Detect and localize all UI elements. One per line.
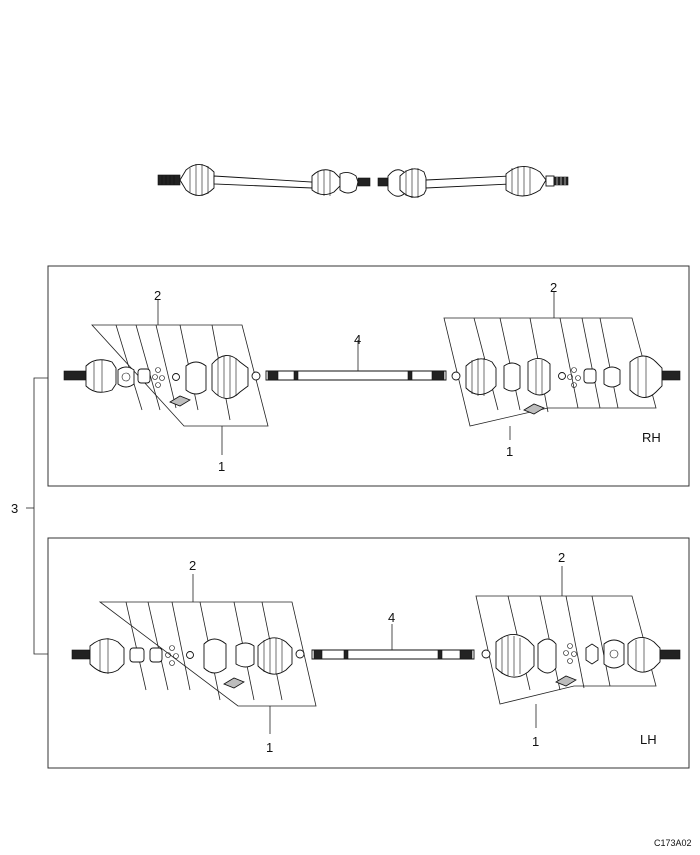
lh-inner-joint-cage (603, 639, 625, 669)
callout-3-label: 3 (11, 501, 18, 516)
panel-lh-frame (47, 537, 690, 769)
rh-outer-splined-stub (63, 370, 87, 381)
lh-inner-joint-balls (563, 643, 577, 664)
rh-inner-joint-cage (603, 366, 621, 388)
lh-outer-joint-cage (129, 647, 145, 663)
panel-lh: 2 1 4 (47, 537, 690, 769)
lh-outer-splined-stub (71, 649, 91, 660)
lh-left-callout-2: 2 (189, 558, 196, 573)
rh-outer-joint-balls (152, 367, 165, 388)
rh-left-callout-1: 1 (218, 459, 225, 474)
callout-3-bracket (26, 377, 48, 655)
rh-right-callout-2: 2 (550, 280, 557, 295)
lh-outer-boot-clamp (203, 638, 227, 674)
figure-code: C173A02 (654, 838, 692, 848)
rh-right-parts-grouping (443, 292, 657, 440)
rh-outer-small-clamp (251, 371, 261, 381)
rh-inner-small-clamp (451, 371, 461, 381)
panel-lh-side-label: LH (640, 732, 657, 747)
rh-inner-joint-inner-race (583, 368, 597, 384)
lh-shaft-callout-4: 4 (388, 610, 395, 625)
rh-outer-boot-clamp (185, 361, 207, 395)
rh-left-callout-2: 2 (154, 288, 161, 303)
panel-rh-frame (47, 265, 690, 487)
lh-inner-boot-clamp (537, 638, 557, 674)
panel-rh-side-label: RH (642, 430, 661, 445)
lh-inner-grease-pack (555, 675, 577, 687)
lh-outer-snap-ring (186, 651, 194, 659)
lh-center-shaft (311, 624, 475, 660)
rh-shaft-callout-4: 4 (354, 332, 361, 347)
lh-outer-joint-balls (165, 645, 179, 666)
rh-outer-cv-joint-housing (85, 359, 117, 393)
rh-inner-joint-balls (567, 367, 581, 388)
rh-inner-boot-clamp (503, 362, 521, 392)
lh-outer-small-clamp (295, 649, 305, 659)
panel-rh: 2 1 4 (47, 265, 690, 487)
lh-right-exploded-parts (481, 634, 681, 687)
rh-inner-boot (465, 358, 497, 395)
lh-outer-cv-joint-housing (89, 638, 125, 674)
rh-right-callout-1: 1 (506, 444, 513, 459)
lh-left-callout-1: 1 (266, 740, 273, 755)
lh-inner-small-clamp (481, 649, 491, 659)
assembled-shaft-left (157, 164, 371, 196)
lh-left-exploded-parts (71, 637, 305, 689)
lh-inner-splined-stub (659, 649, 681, 660)
rh-inner-snap-ring (558, 372, 566, 380)
lh-outer-inner-ring (235, 642, 255, 668)
lh-outer-boot (257, 637, 293, 675)
lh-right-callout-2: 2 (558, 550, 565, 565)
lh-right-callout-1: 1 (532, 734, 539, 749)
assembled-shaft-right (377, 166, 569, 198)
rh-outer-grease-pack (169, 395, 191, 407)
rh-inner-splined-stub (661, 370, 681, 381)
lh-outer-joint-inner-race (149, 647, 163, 663)
assembled-drive-shafts (157, 164, 569, 198)
lh-outer-grease-pack (223, 677, 245, 689)
rh-center-shaft (265, 340, 447, 381)
rh-inner-joint-cover (527, 358, 551, 396)
lh-right-parts-grouping (475, 566, 657, 728)
rh-outer-joint-inner-race (137, 368, 151, 384)
lh-inner-boot (495, 634, 535, 678)
lh-inner-joint-nut (585, 643, 599, 665)
rh-right-exploded-parts (451, 355, 681, 415)
rh-left-exploded-parts (63, 355, 261, 407)
rh-inner-grease-pack (523, 403, 545, 415)
rh-outer-snap-ring (172, 373, 180, 381)
rh-outer-joint-cage (117, 366, 135, 388)
